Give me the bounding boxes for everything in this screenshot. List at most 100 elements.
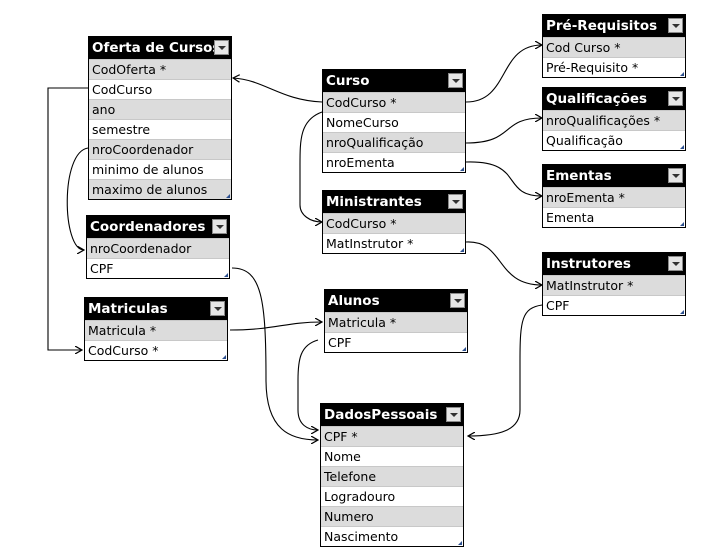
table-title: Curso (326, 73, 370, 89)
field-row[interactable]: MatInstrutor * (323, 233, 465, 253)
table-matriculas[interactable]: Matriculas Matricula * CodCurso * (84, 297, 228, 361)
table-title: Ministrantes (326, 194, 422, 210)
link-alunos-dados (297, 339, 318, 430)
table-header: Pré-Requisitos (543, 15, 685, 37)
field-row[interactable]: nroEmenta (323, 152, 465, 172)
field-row[interactable]: Matricula * (85, 320, 227, 340)
field-row[interactable]: Nome (321, 446, 463, 466)
table-header: Matriculas (85, 298, 227, 320)
link-curso-qualif (465, 118, 542, 144)
field-row[interactable]: CodCurso * (323, 92, 465, 112)
link-curso-prereq (465, 45, 542, 103)
dropdown-icon[interactable] (446, 407, 461, 422)
field-row[interactable]: nroCoordenador (89, 139, 231, 159)
table-qualificacoes[interactable]: Qualificações nroQualificações * Qualifi… (542, 87, 686, 151)
table-coordenadores[interactable]: Coordenadores nroCoordenador CPF (86, 215, 230, 279)
field-row[interactable]: minimo de alunos (89, 159, 231, 179)
table-instrutores[interactable]: Instrutores MatInstrutor * CPF (542, 252, 686, 316)
dropdown-icon[interactable] (668, 18, 683, 33)
link-ministrantes-instrutores (465, 241, 542, 285)
resize-handle[interactable] (460, 167, 464, 171)
dropdown-icon[interactable] (668, 91, 683, 106)
field-row[interactable]: nroCoordenador (87, 238, 229, 258)
field-row[interactable]: nroQualificação (323, 132, 465, 152)
resize-handle[interactable] (460, 248, 464, 252)
resize-handle[interactable] (680, 145, 684, 149)
field-row[interactable]: CPF (325, 332, 467, 352)
field-row[interactable]: CPF (543, 295, 685, 315)
resize-handle[interactable] (462, 347, 466, 351)
link-instrutores-dados (468, 304, 543, 436)
dropdown-icon[interactable] (668, 168, 683, 183)
table-title: Alunos (328, 293, 380, 309)
field-row[interactable]: Ementa (543, 207, 685, 227)
field-row[interactable]: CodCurso * (323, 213, 465, 233)
table-oferta-de-cursos[interactable]: Oferta de Cursos CodOferta * CodCurso an… (88, 36, 232, 200)
table-header: Oferta de Cursos (89, 37, 231, 59)
table-title: DadosPessoais (324, 407, 438, 423)
field-row[interactable]: Matricula * (325, 312, 467, 332)
dropdown-icon[interactable] (448, 73, 463, 88)
link-oferta-matriculas (47, 87, 88, 350)
field-row[interactable]: CPF * (321, 426, 463, 446)
resize-handle[interactable] (680, 222, 684, 226)
dropdown-icon[interactable] (668, 256, 683, 271)
table-header: Instrutores (543, 253, 685, 275)
field-row[interactable]: Numero (321, 506, 463, 526)
table-dados-pessoais[interactable]: DadosPessoais CPF * Nome Telefone Lograd… (320, 403, 464, 547)
table-curso[interactable]: Curso CodCurso * NomeCurso nroQualificaç… (322, 69, 466, 173)
table-title: Instrutores (546, 256, 631, 272)
link-curso-ementas (465, 161, 542, 196)
table-header: Coordenadores (87, 216, 229, 238)
link-matriculas-alunos (229, 322, 322, 331)
table-title: Oferta de Cursos (92, 40, 221, 56)
table-header: Ementas (543, 165, 685, 187)
field-row[interactable]: Telefone (321, 466, 463, 486)
field-row[interactable]: ano (89, 99, 231, 119)
resize-handle[interactable] (458, 541, 462, 545)
field-row[interactable]: Pré-Requisito * (543, 57, 685, 77)
table-alunos[interactable]: Alunos Matricula * CPF (324, 289, 468, 353)
field-row[interactable]: CodCurso * (85, 340, 227, 360)
field-row[interactable]: Logradouro (321, 486, 463, 506)
resize-handle[interactable] (680, 72, 684, 76)
dropdown-icon[interactable] (214, 40, 229, 55)
dropdown-icon[interactable] (212, 219, 227, 234)
field-row[interactable]: CPF (87, 258, 229, 278)
resize-handle[interactable] (680, 310, 684, 314)
link-coord-dados (231, 267, 318, 440)
link-oferta-coord (66, 147, 89, 250)
resize-handle[interactable] (226, 194, 230, 198)
dropdown-icon[interactable] (210, 301, 225, 316)
dropdown-icon[interactable] (448, 194, 463, 209)
dropdown-icon[interactable] (450, 293, 465, 308)
field-row[interactable]: Qualificação (543, 130, 685, 150)
table-title: Pré-Requisitos (546, 18, 658, 34)
field-row[interactable]: CodCurso (89, 79, 231, 99)
link-curso-oferta (233, 78, 323, 103)
resize-handle[interactable] (224, 273, 228, 277)
table-title: Qualificações (546, 91, 648, 107)
table-header: Ministrantes (323, 191, 465, 213)
field-row[interactable]: CodOferta * (89, 59, 231, 79)
field-row[interactable]: Cod Curso * (543, 37, 685, 57)
table-header: Qualificações (543, 88, 685, 110)
table-pre-requisitos[interactable]: Pré-Requisitos Cod Curso * Pré-Requisito… (542, 14, 686, 78)
table-header: Alunos (325, 290, 467, 312)
field-row[interactable]: nroEmenta * (543, 187, 685, 207)
table-title: Matriculas (88, 301, 168, 317)
table-ementas[interactable]: Ementas nroEmenta * Ementa (542, 164, 686, 228)
field-row[interactable]: NomeCurso (323, 112, 465, 132)
field-row[interactable]: nroQualificações * (543, 110, 685, 130)
field-row[interactable]: semestre (89, 119, 231, 139)
field-row[interactable]: maximo de alunos (89, 179, 231, 199)
table-header: DadosPessoais (321, 404, 463, 426)
link-curso-ministrantes (299, 111, 322, 222)
resize-handle[interactable] (222, 355, 226, 359)
field-row[interactable]: Nascimento (321, 526, 463, 546)
table-title: Ementas (546, 168, 612, 184)
table-header: Curso (323, 70, 465, 92)
table-title: Coordenadores (90, 219, 206, 235)
table-ministrantes[interactable]: Ministrantes CodCurso * MatInstrutor * (322, 190, 466, 254)
field-row[interactable]: MatInstrutor * (543, 275, 685, 295)
